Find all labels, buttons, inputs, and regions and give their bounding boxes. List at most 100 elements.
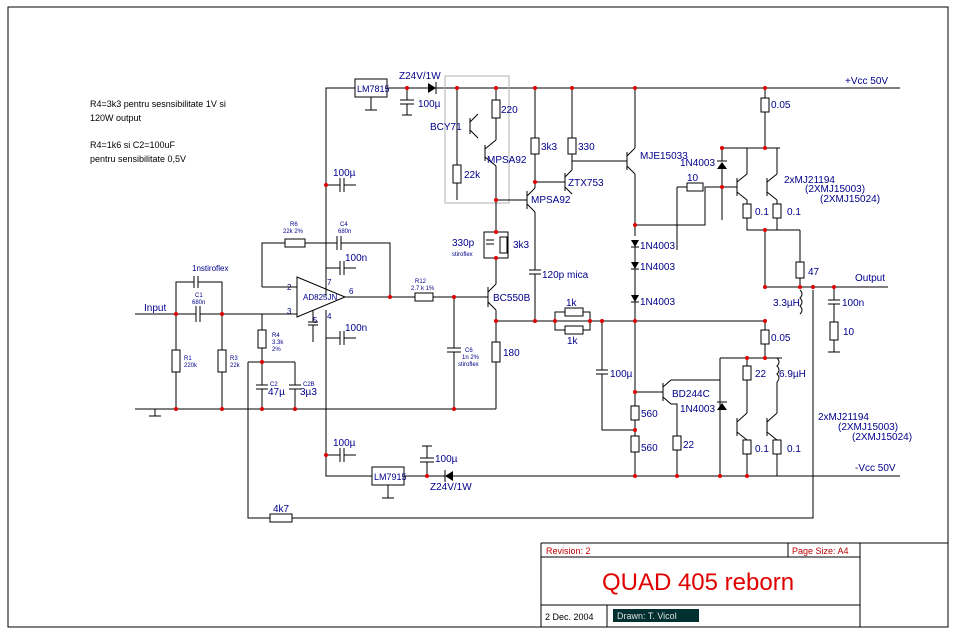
- diode-string: 1N4003 1N4003 1N4003: [631, 240, 675, 402]
- d2-label: 1N4003: [640, 262, 675, 273]
- c1-note: 1nstiroflex: [192, 264, 228, 273]
- input-label: Input: [144, 303, 166, 314]
- r01-b-label: 0.1: [787, 207, 801, 218]
- opamp-ad825: AD825JN 2 3 7 6 4 5 100n 100n: [262, 253, 415, 345]
- opamp-name: AD825JN: [303, 293, 337, 302]
- c330p-label: 330p: [452, 238, 475, 249]
- l69-label: 6.9µH: [779, 369, 806, 380]
- r1-val: 220k: [184, 363, 198, 369]
- current-source-box: [444, 75, 510, 204]
- sheet-border: [7, 6, 949, 628]
- pos-rail-label: +Vcc 50V: [845, 76, 888, 87]
- output-stage-top: 0.05 10 1N4003 0.1 0.1 2xMJ21194 (2XMJ15…: [635, 88, 880, 250]
- c-reg-pos-label: 100µ: [333, 168, 356, 179]
- r6-val: 22k 2%: [283, 229, 304, 235]
- lm7915-label: LM7915: [374, 472, 407, 482]
- c-zener-bot-label: 100µ: [435, 454, 458, 465]
- current-source: BCY71 220 MPSA92 22k: [430, 75, 527, 232]
- r01-a-label: 0.1: [755, 207, 769, 218]
- r10-label: 10: [687, 173, 699, 184]
- q-bot2-label: (2XMJ15003): [838, 422, 898, 433]
- c-bot-reg-label: 100µ: [333, 438, 356, 449]
- opamp-pin6: 6: [349, 287, 354, 296]
- l33-label: 3.3µH: [773, 298, 800, 309]
- opamp-pin4: 4: [327, 312, 332, 321]
- note-line-3: R4=1k6 si C2=100uF: [90, 140, 176, 150]
- opamp-pin7: 7: [327, 278, 332, 287]
- r4-label: R4: [272, 333, 280, 339]
- date-label: 2 Dec. 2004: [545, 612, 594, 622]
- c1-val: 680n: [192, 300, 205, 306]
- d-top-label: 1N4003: [680, 158, 715, 169]
- c4-val: 680n: [338, 229, 351, 235]
- bcy71-label: BCY71: [430, 122, 462, 133]
- zener-top-label: Z24V/1W: [399, 71, 441, 82]
- vas-stage: R12 2.7 k 1% C6 1n 2% stiroflex BC550B 1…: [411, 258, 765, 409]
- title-label: QUAD 405 reborn: [602, 569, 794, 596]
- zener-bottom-label: Z24V/1W: [430, 482, 472, 493]
- note-line-4: pentru sensibilitate 0,5V: [90, 154, 186, 164]
- positive-rail: LM7815 Z24V/1W +Vcc 50V 100µ 100µ: [325, 71, 900, 296]
- revision-label: Revision: 2: [546, 546, 591, 556]
- opamp-pin3: 3: [287, 307, 292, 316]
- q-top3-label: (2XMJ15024): [820, 194, 880, 205]
- mje15033-label: MJE15033: [640, 151, 688, 162]
- c1-label: C1: [195, 293, 203, 299]
- d1-label: 1N4003: [640, 241, 675, 252]
- feedback-network: R6 22k 2% C4 680n R4 3.3k 2% C2 47µ C2B …: [247, 222, 814, 523]
- r01-c-label: 0.1: [755, 444, 769, 455]
- r1k-b-label: 1k: [567, 336, 579, 347]
- c330p-note: stiroflex: [452, 252, 473, 258]
- r22k-label: 22k: [464, 170, 481, 181]
- c100u-mid-label: 100µ: [610, 369, 633, 380]
- note-line-1: R4=3k3 pentru sesnsibilitate 1V si: [90, 99, 226, 109]
- r22-b-label: 22: [755, 369, 767, 380]
- output-stage-bottom: 22 6.9µH BD244C 22 1N4003 0.1 0.1 2xMJ21…: [630, 357, 912, 476]
- r01-d-label: 0.1: [787, 444, 801, 455]
- c6-label: C6: [465, 348, 473, 354]
- q-bot3-label: (2XMJ15024): [852, 432, 912, 443]
- r12-label: R12: [415, 279, 427, 285]
- r3k3-b-label: 3k3: [541, 142, 558, 153]
- opamp-pin5: 5: [313, 316, 318, 325]
- r22-a-label: 22: [683, 440, 695, 451]
- r005-bot-label: 0.05: [771, 333, 791, 344]
- r3-val: 22k: [230, 363, 241, 369]
- c2b-val: 3µ3: [300, 387, 317, 398]
- c2b-label: C2B: [303, 382, 315, 388]
- c-top-reg-label: 100µ: [418, 99, 441, 110]
- r10-out-label: 10: [843, 327, 855, 338]
- r4-val2: 2%: [272, 347, 281, 353]
- drawn-badge: [613, 609, 699, 622]
- r3-label: R3: [230, 356, 238, 362]
- bd244c-label: BD244C: [672, 389, 710, 400]
- r4k7-label: 4k7: [273, 504, 290, 515]
- junctions: [174, 86, 836, 478]
- c100n-out-label: 100n: [842, 298, 864, 309]
- r330-label: 330: [578, 142, 595, 153]
- output-label: Output: [855, 273, 885, 284]
- q-top2-label: (2XMJ15003): [805, 184, 865, 195]
- c120p-label: 120p mica: [542, 270, 589, 281]
- d3-label: 1N4003: [640, 297, 675, 308]
- r1k-a-label: 1k: [566, 298, 578, 309]
- c6-val1: 1n 2%: [462, 355, 480, 361]
- r180-label: 180: [503, 348, 520, 359]
- note-line-2: 120W output: [90, 113, 142, 123]
- resistor-pair-1k: 1k 1k 100µ: [554, 298, 635, 431]
- q-top1-label: 2xMJ21194: [784, 175, 835, 186]
- r3k3-a-label: 3k3: [513, 240, 530, 251]
- opamp-triangle: [296, 276, 347, 318]
- output-network: 47 Output 3.3µH 100n 10 0.05: [760, 230, 888, 358]
- bc550b-label: BC550B: [493, 293, 531, 304]
- d-bot-label: 1N4003: [680, 404, 715, 415]
- r47-label: 47: [808, 267, 820, 278]
- ztx753-label: ZTX753: [568, 178, 604, 189]
- lm7815-label: LM7815: [357, 84, 390, 94]
- c6-val2: stiroflex: [458, 362, 479, 368]
- c4-label: C4: [340, 222, 348, 228]
- mpsa92-a-label: MPSA92: [487, 155, 527, 166]
- drawn-label: Drawn: T. Vicol: [617, 611, 677, 621]
- c2-label: C2: [270, 382, 278, 388]
